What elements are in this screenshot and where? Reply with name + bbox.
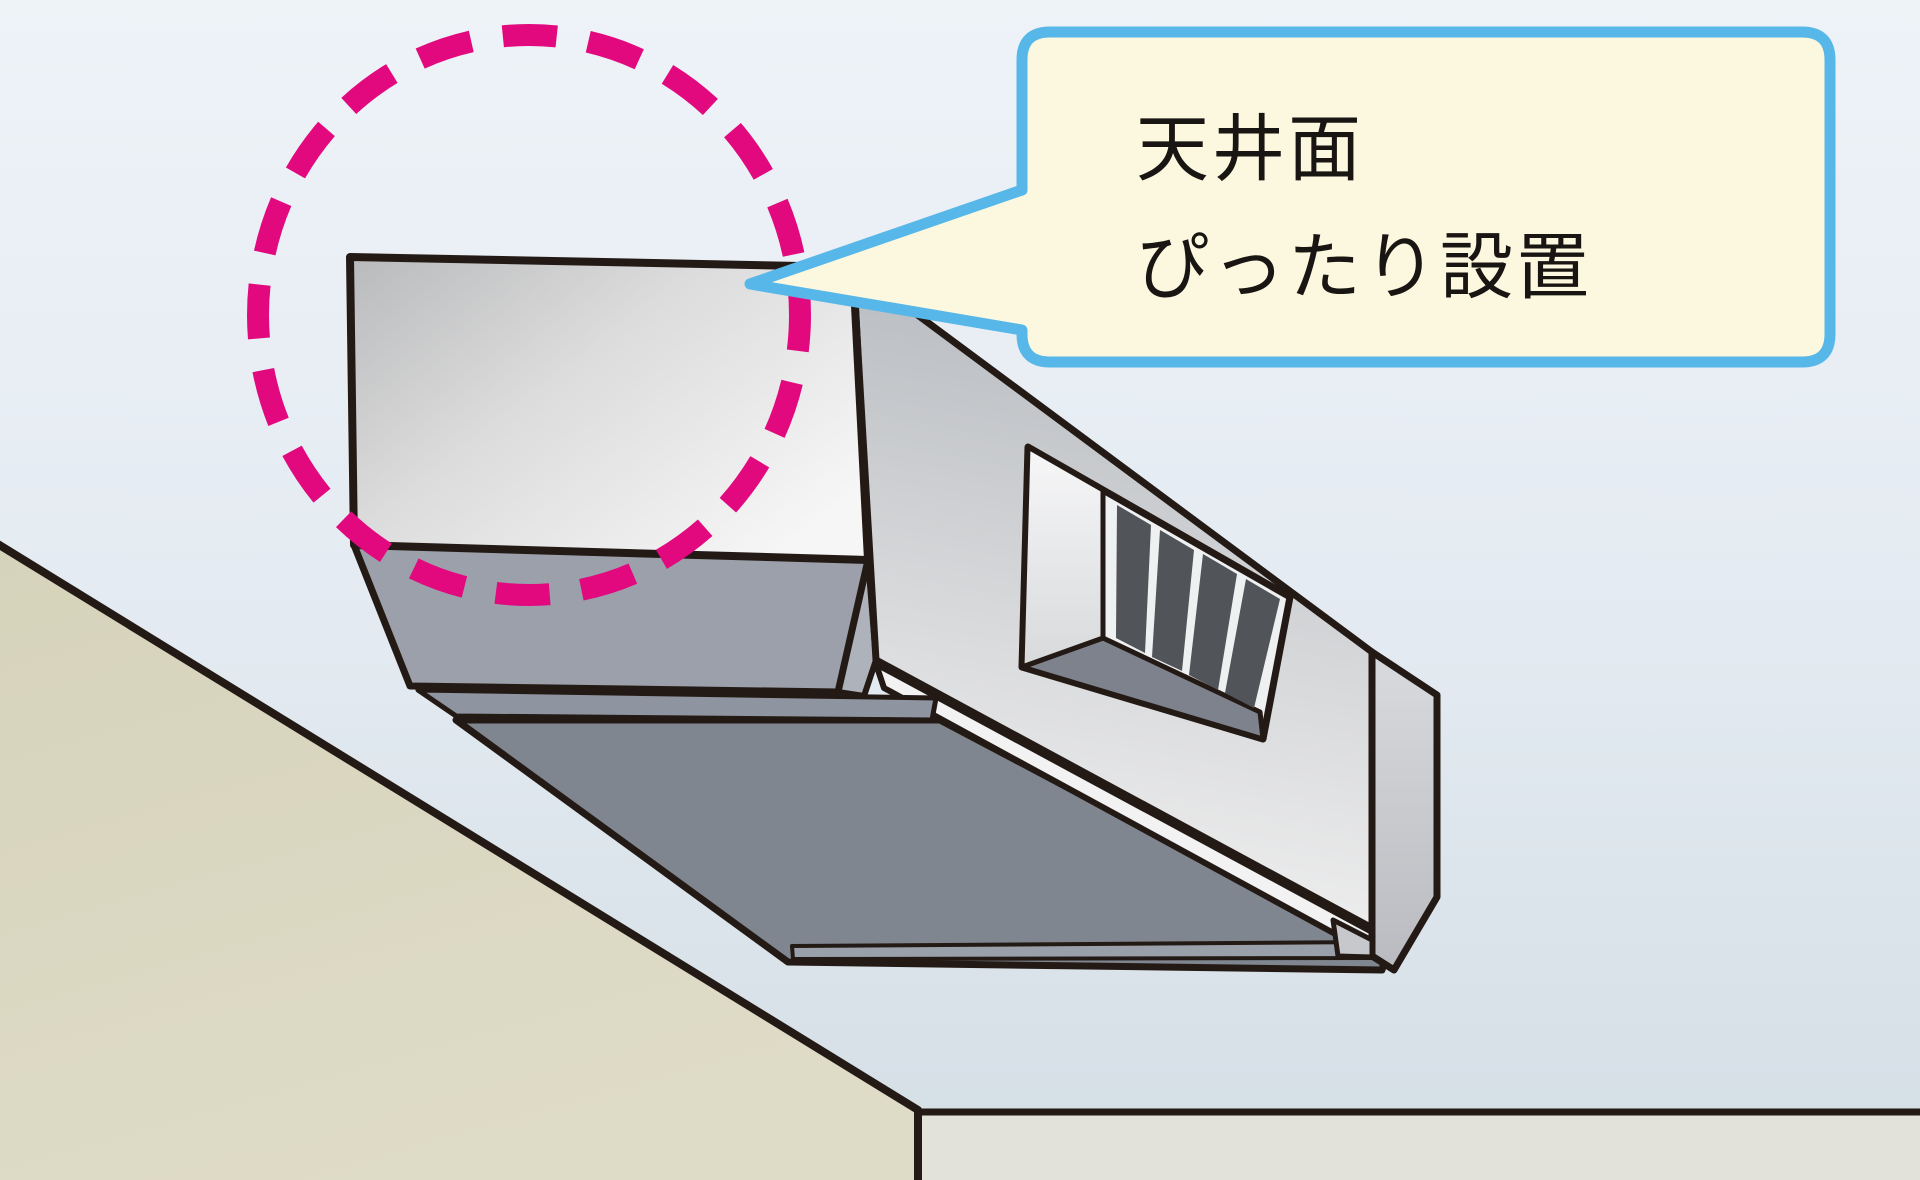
vent-recess: [1018, 443, 1294, 743]
vent-slat-1: [1116, 505, 1151, 653]
vent-slat-2: [1152, 530, 1194, 671]
vent-inner-wall: [1019, 444, 1106, 670]
lower-wall-surface: [910, 1108, 1920, 1180]
ac-unit: [346, 253, 1441, 974]
highlight-dashed-circle: [247, 24, 811, 606]
ceiling-wall-plane: [0, 540, 922, 1180]
unit-end-cap: [1368, 648, 1441, 974]
unit-lip-end: [1330, 917, 1375, 960]
unit-underside-lip: [415, 687, 939, 723]
callout-bubble: [744, 26, 1836, 368]
vent-slat-3: [1189, 554, 1237, 690]
vent-slat-4: [1225, 579, 1280, 708]
unit-bottom-rim: [790, 940, 1379, 961]
vent-slats: [1116, 505, 1280, 708]
